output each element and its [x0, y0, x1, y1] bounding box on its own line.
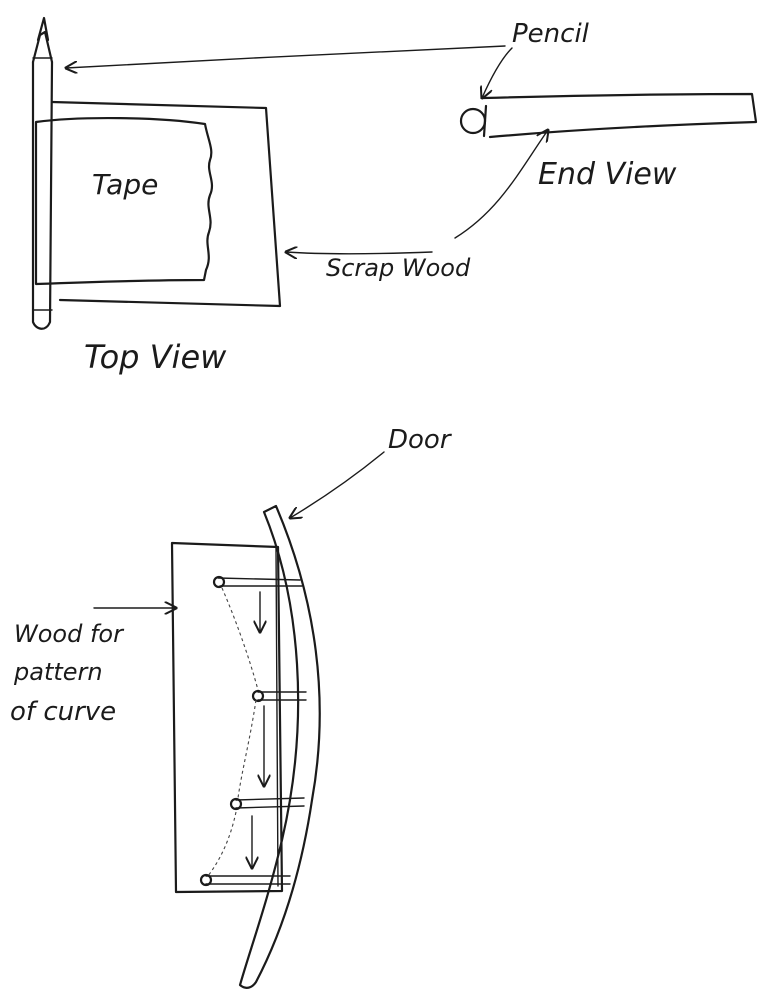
pencil-icon [31, 16, 54, 330]
marker-pins [199, 575, 307, 887]
top-view-drawing [31, 16, 282, 330]
top-view-label: Top View [84, 338, 227, 376]
bottom-arrows [93, 451, 385, 608]
pencil-label: Pencil [512, 19, 590, 49]
end-view-label: End View [538, 157, 677, 192]
scrap-wood-board [50, 100, 282, 308]
end-view-drawing [459, 92, 758, 139]
door-label: Door [388, 425, 453, 455]
wood-label-line2: pattern [13, 658, 103, 686]
traced-curve-line [207, 587, 259, 877]
door-curve [238, 504, 321, 989]
curve-jig-drawing [170, 504, 321, 989]
end-view-board [481, 92, 758, 139]
tape-label: Tape [92, 168, 158, 201]
wood-label-line3: of curve [10, 697, 116, 727]
wood-label-line1: Wood for [14, 620, 125, 648]
tape-strip [34, 116, 214, 286]
pattern-wood-block [170, 541, 284, 894]
end-view-pencil-circle [459, 107, 487, 135]
top-arrows [66, 45, 548, 254]
scrap-wood-label: Scrap Wood [326, 254, 471, 282]
